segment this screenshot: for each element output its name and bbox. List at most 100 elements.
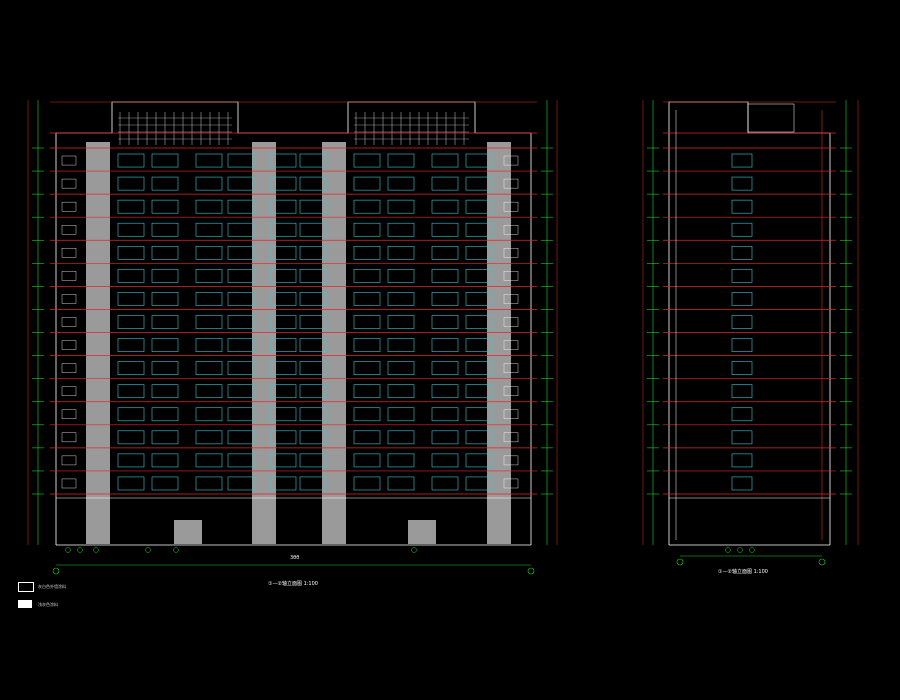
front-window [269, 453, 297, 468]
front-window [465, 199, 493, 214]
front-edge-window [503, 271, 519, 281]
front-elevation-title: ①—②轴立面图 1:100 [268, 581, 318, 587]
front-edge-window [61, 455, 77, 466]
front-axis-bubble-start [52, 567, 60, 575]
front-window [431, 384, 459, 399]
front-window [195, 338, 223, 352]
front-window [353, 407, 381, 422]
front-window [269, 269, 297, 283]
front-edge-window [503, 432, 519, 443]
front-window [465, 453, 493, 468]
front-window [353, 292, 381, 306]
front-window [465, 292, 493, 306]
front-window [117, 361, 145, 375]
front-gray-band [252, 142, 276, 544]
front-window [431, 199, 459, 214]
front-window [353, 453, 381, 468]
front-edge-window [61, 317, 77, 327]
front-edge-window [503, 317, 519, 327]
side-window [731, 361, 753, 375]
front-window [195, 199, 223, 214]
front-window [299, 245, 327, 260]
legend-text-outline: 灰白色外墙涂料 [38, 584, 66, 589]
front-edge-window [61, 178, 77, 189]
front-window [195, 315, 223, 329]
front-window [269, 338, 297, 352]
front-window [387, 153, 415, 168]
front-window [151, 222, 179, 237]
front-edge-window [61, 478, 77, 489]
front-window [227, 476, 255, 491]
front-window [151, 292, 179, 306]
front-edge-window [503, 455, 519, 466]
front-window [227, 384, 255, 399]
side-detail-bubble [749, 547, 755, 553]
front-window [117, 292, 145, 306]
front-edge-window [503, 201, 519, 212]
side-window [731, 453, 753, 468]
front-edge-window [503, 155, 519, 166]
front-window [151, 199, 179, 214]
front-window [151, 245, 179, 260]
legend-swatch-outline [18, 582, 34, 592]
front-window [227, 315, 255, 329]
front-window [387, 453, 415, 468]
front-window [353, 338, 381, 352]
front-window [151, 453, 179, 468]
front-window [431, 176, 459, 191]
front-window [387, 476, 415, 491]
front-window [269, 476, 297, 491]
front-window [431, 407, 459, 422]
front-window [117, 384, 145, 399]
front-window [299, 407, 327, 422]
front-window [465, 176, 493, 191]
front-window [151, 384, 179, 399]
side-window [731, 292, 753, 306]
front-window [269, 199, 297, 214]
front-window [195, 245, 223, 260]
front-window [227, 430, 255, 445]
front-edge-window [503, 178, 519, 189]
front-edge-window [61, 271, 77, 281]
front-edge-window [503, 409, 519, 420]
front-window [195, 292, 223, 306]
front-window [465, 384, 493, 399]
front-window [387, 245, 415, 260]
front-window [195, 361, 223, 375]
front-window [353, 176, 381, 191]
front-window [227, 176, 255, 191]
front-entrance-right [408, 520, 436, 544]
front-window [151, 269, 179, 283]
side-window [731, 176, 753, 191]
front-window [299, 315, 327, 329]
front-gray-band [322, 142, 346, 544]
front-window [151, 361, 179, 375]
front-window [387, 384, 415, 399]
front-window [269, 361, 297, 375]
front-edge-window [61, 409, 77, 420]
front-window [151, 176, 179, 191]
front-window [299, 430, 327, 445]
front-window [353, 384, 381, 399]
front-window [227, 153, 255, 168]
front-edge-window [61, 294, 77, 304]
front-window [465, 361, 493, 375]
front-window [117, 430, 145, 445]
front-detail-bubble [65, 547, 71, 553]
front-edge-window [503, 294, 519, 304]
front-edge-window [61, 201, 77, 212]
front-window [353, 222, 381, 237]
side-window [731, 476, 753, 491]
legend-swatch-filled [18, 600, 32, 608]
front-window [387, 407, 415, 422]
front-window [387, 292, 415, 306]
front-window [387, 338, 415, 352]
front-window [299, 176, 327, 191]
front-window [269, 292, 297, 306]
side-axis-bubble-start [676, 558, 684, 566]
front-window [269, 430, 297, 445]
front-window [431, 430, 459, 445]
front-window [387, 430, 415, 445]
front-window [353, 245, 381, 260]
